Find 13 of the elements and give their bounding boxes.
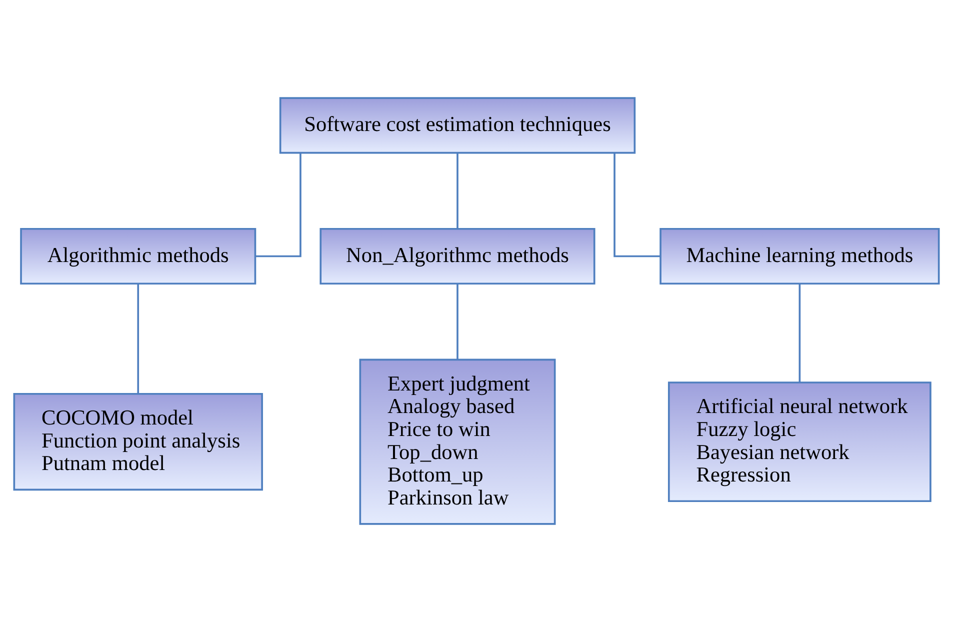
node-box: Algorithmic methods [20,227,256,284]
node-box: Software cost estimation techniques [279,96,636,154]
node-box: Expert judgment Analogy based Price to win Top_down Bottom_up Parkinson law [359,358,556,524]
connector [255,152,302,257]
connector [456,152,458,228]
connector [614,152,660,257]
node-box: COCOMO model Function point analysis Putnam model [13,392,263,490]
connector [137,283,140,393]
connector [798,283,801,382]
node-box: Artificial neural network Fuzzy logic Bayesian network Regression [668,381,932,502]
connector [456,283,458,360]
node-box: Machine learning methods [660,227,940,284]
node-box: Non_Algorithmc methods [320,227,596,284]
